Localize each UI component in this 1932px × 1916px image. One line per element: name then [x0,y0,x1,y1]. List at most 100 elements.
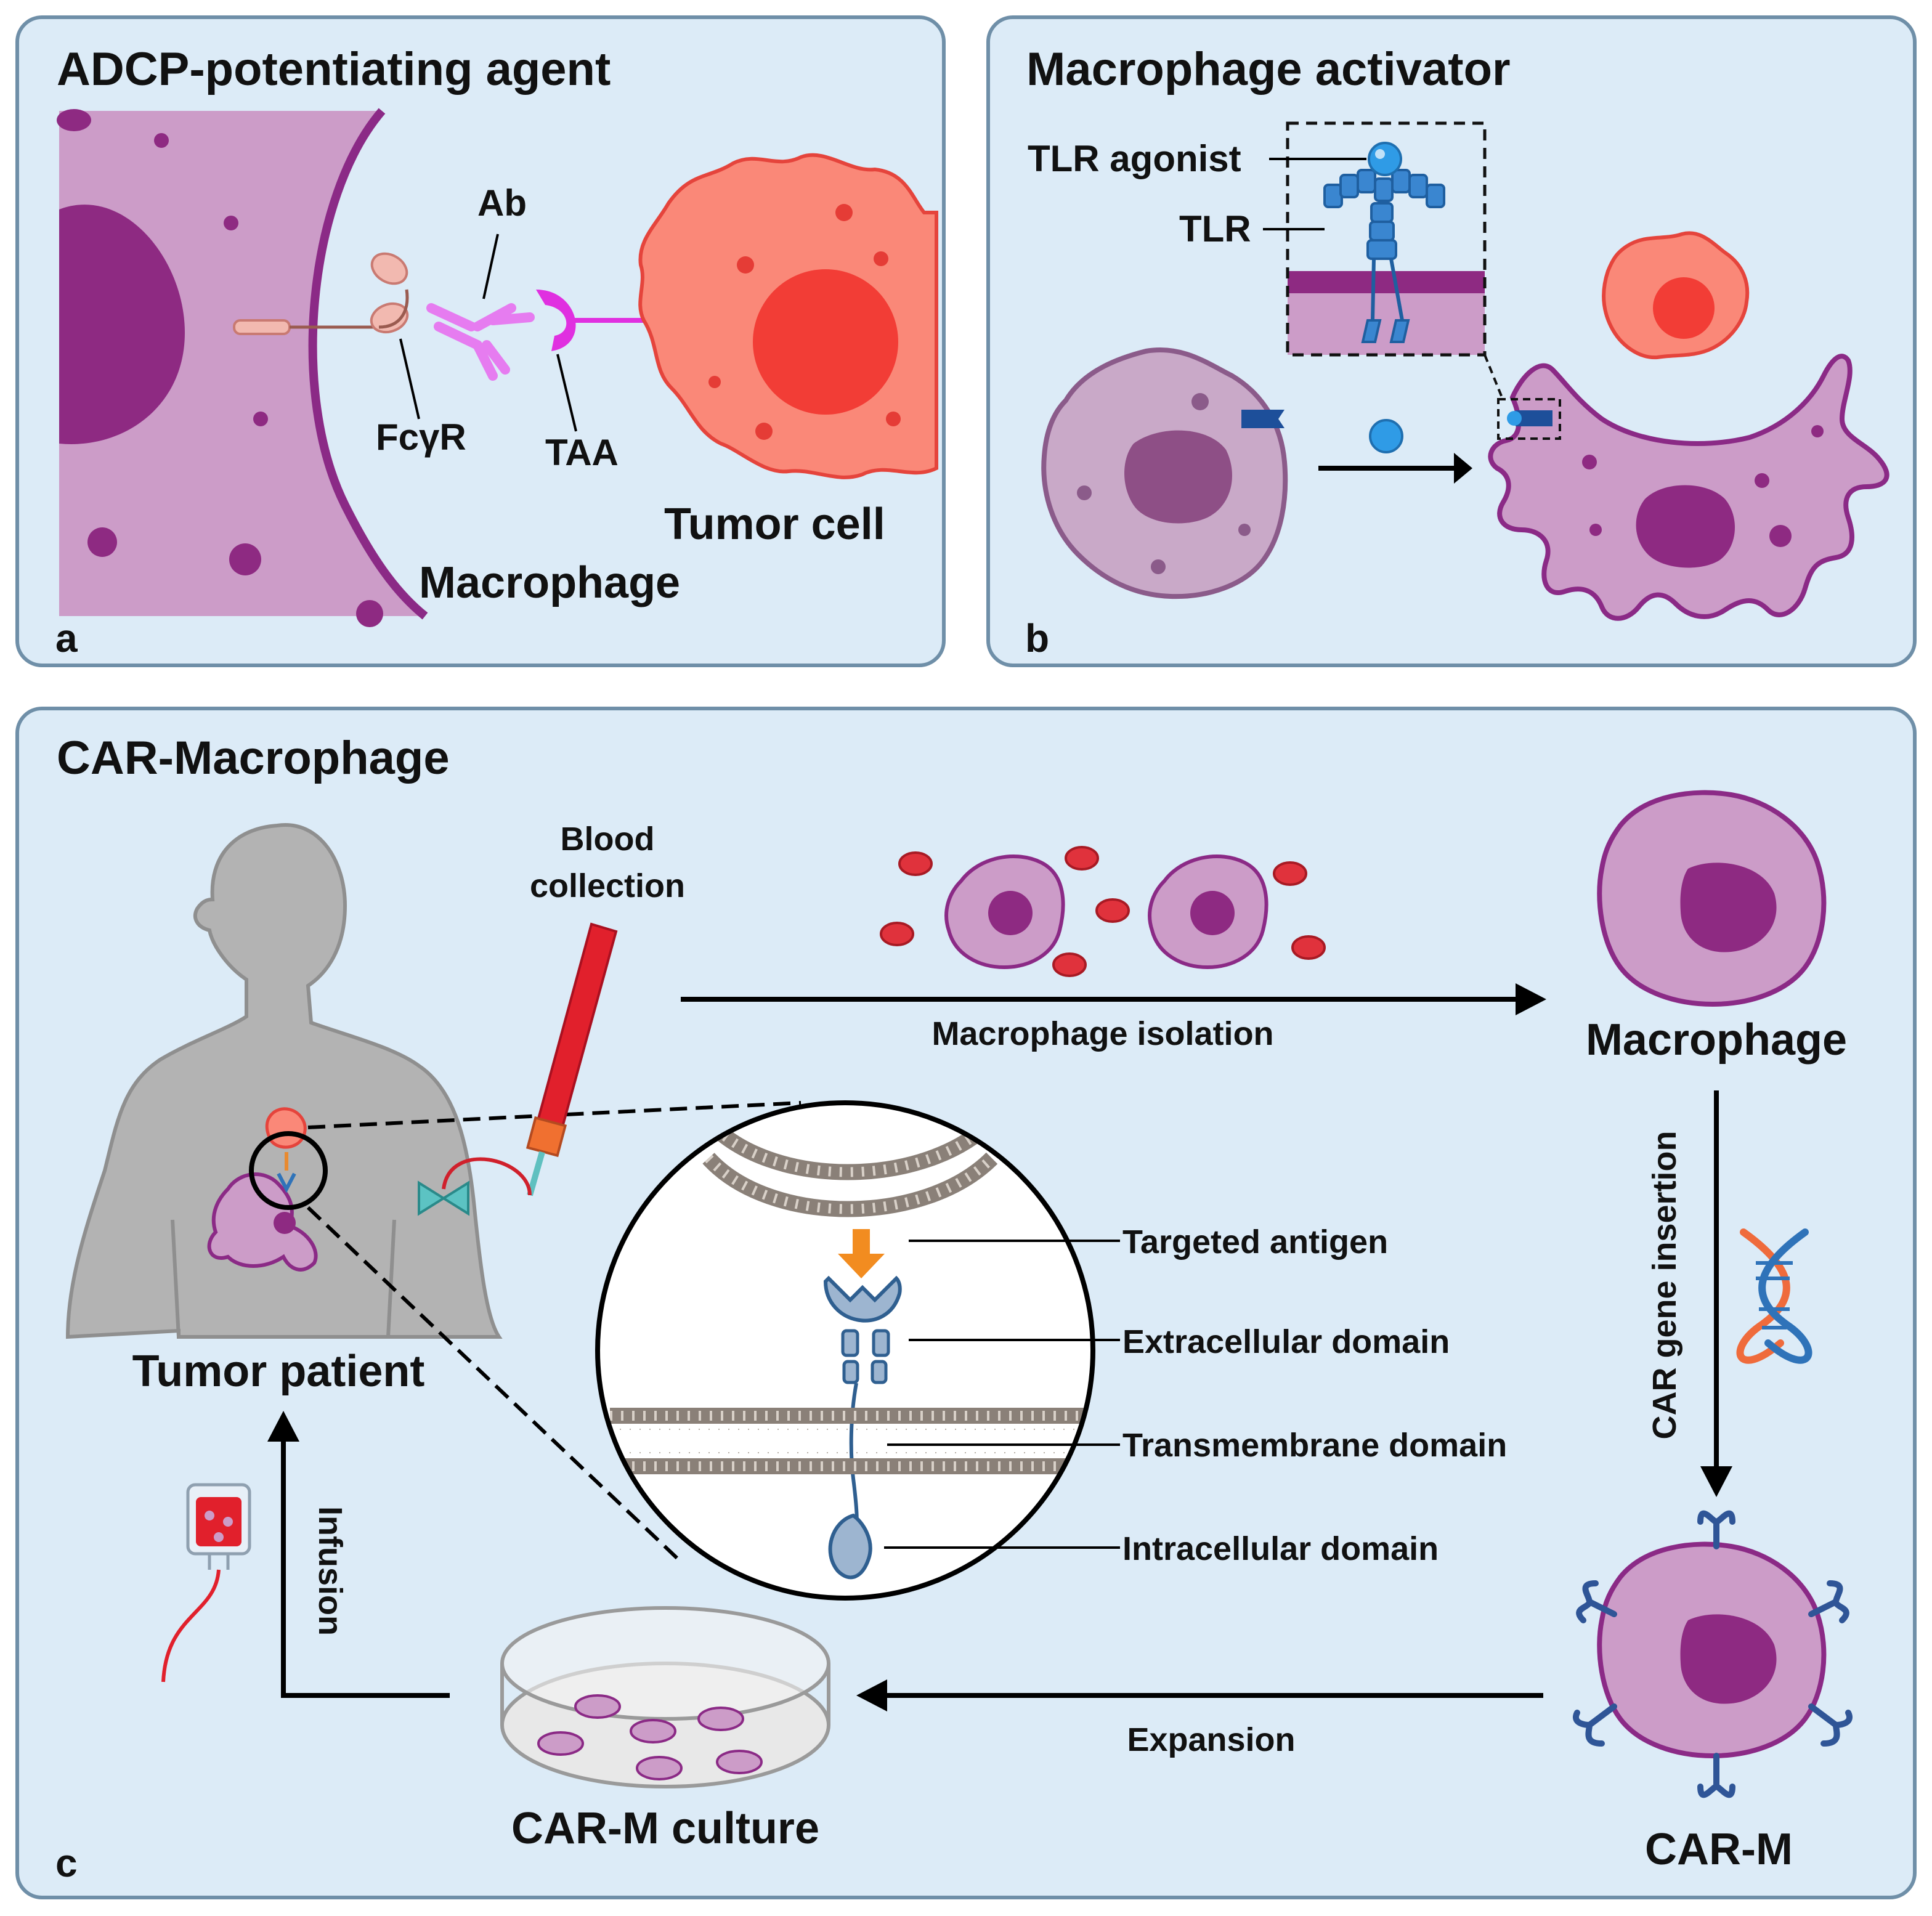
tlr-receptor [1323,169,1445,343]
panel-c-letter: c [55,1841,78,1885]
panel-a: ADCP-potentiating agent Ab FcγR TAA Tumo… [15,15,946,667]
car-receptor [1808,1580,1849,1623]
tumor-dot [737,256,754,274]
dna-icon [1736,1228,1812,1364]
tlr-label: TLR [1179,208,1251,250]
panel-b: Macrophage activator TLR agonist TLR b [986,15,1917,667]
antigen-arrow-head [838,1254,885,1278]
transmembrane-domain-label: Transmembrane domain [1122,1427,1507,1464]
tumor-dot [835,204,853,221]
tlr-agonist-label: TLR agonist [1028,138,1241,179]
macrophage-membrane [308,108,428,620]
antibody [426,303,535,381]
antibody-fab-lower [482,340,510,375]
inset-membrane [1288,271,1485,293]
ab-label: Ab [477,182,527,224]
extracellular-domain-label: Extracellular domain [1122,1323,1450,1360]
cultured-cell [636,1756,683,1780]
inset-cytoplasm [1288,293,1485,355]
culture-dish [500,1606,830,1788]
fcgr-leader [399,338,420,420]
car-receptors [1573,1510,1853,1798]
panel-a-title: ADCP-potentiating agent [57,43,611,95]
infusion-arrowhead [267,1411,299,1442]
rbc [1065,846,1099,871]
vesicle-dot [1769,525,1792,547]
tumor-dot [708,376,721,388]
vesicle-dot [154,133,169,148]
panel-c: CAR-Macrophage Blood collection Macropha… [15,707,1917,1899]
rbc [1095,898,1130,923]
infusion-arrow [281,1435,450,1698]
blood-cells [880,846,1326,977]
dish-rim [500,1606,830,1721]
car-antigen-binding-domain [823,1275,902,1323]
infusion-label: Infusion [312,1506,349,1636]
car-hinge [841,1329,859,1357]
body-tumor [265,1107,307,1149]
dish-wall [500,1663,830,1725]
vesicle-dot [1811,425,1824,437]
panel-c-title: CAR-Macrophage [57,732,450,784]
tumor-nucleus [753,269,898,415]
macrophage-label: Macrophage [419,558,680,607]
car-intracellular-domain [828,1513,872,1580]
rbc [1273,861,1307,886]
inset-box [1286,121,1487,357]
ab-leader [482,233,499,299]
vesicle-dot [1582,455,1597,469]
vesicle-dot [1589,524,1602,536]
target-cell-membrane [702,1115,998,1217]
iv-bag-icon [161,1483,251,1683]
arm-outline [171,1219,396,1338]
intracellular-domain-label: Intracellular domain [1122,1530,1439,1567]
activated-macrophage-nucleus [1636,485,1735,568]
macrophage-label: Macrophage [1586,1015,1847,1065]
vesicle-dot [229,543,261,575]
car-m-nucleus [1680,1614,1777,1704]
fcgr-domain-lower [370,302,409,334]
vesicle-dot [1077,485,1092,500]
car-hinge [871,1360,888,1384]
antibody-fc [434,322,482,350]
tumor-cell-label: Tumor cell [664,500,885,549]
lens-connector-bottom [306,1206,680,1561]
car-receptor [1697,1753,1735,1798]
isolation-arrowhead [1516,983,1546,1015]
car-hinge [872,1329,890,1357]
antibody-fab-upper [488,312,535,325]
blood-collection-label-line2: collection [530,867,685,904]
vesicle-dot [87,527,117,557]
rbc [898,851,933,876]
rbc [880,922,914,946]
body-macrophage-nucleus [274,1212,296,1234]
tube-cap [526,1116,567,1158]
butterfly-needle [418,1180,469,1216]
cultured-cell [697,1707,744,1731]
car-m-label: CAR-M [1645,1825,1793,1874]
blood-macrophage-nucleus [1190,891,1235,935]
sphere-highlight [1375,149,1385,159]
patient-silhouette [65,823,503,1339]
vesicle-dot [57,109,91,131]
expansion-label: Expansion [1127,1721,1295,1758]
lens-outline [595,1100,1095,1601]
blood-line [442,1157,532,1196]
antibody-fc [426,303,476,331]
tube-needle [527,1151,545,1196]
car-receptor [1576,1580,1617,1623]
vesicle-dot [1191,393,1209,410]
body-receptor [277,1172,296,1193]
insertion-arrowhead [1700,1466,1732,1497]
tlr-agonist-sphere [1368,142,1402,176]
car-receptor [1808,1703,1853,1747]
car-gene-insertion-label: CAR gene insertion [1646,1131,1683,1439]
inactive-macrophage-nucleus [1124,430,1232,524]
vesicle-dot [1238,524,1251,536]
vesicle-dot [1755,473,1769,488]
fcgr-domain-upper [370,252,408,285]
car-receptor [1697,1510,1735,1549]
macrophage-isolation-label: Macrophage isolation [932,1015,1273,1052]
taa-label: TAA [545,432,619,473]
